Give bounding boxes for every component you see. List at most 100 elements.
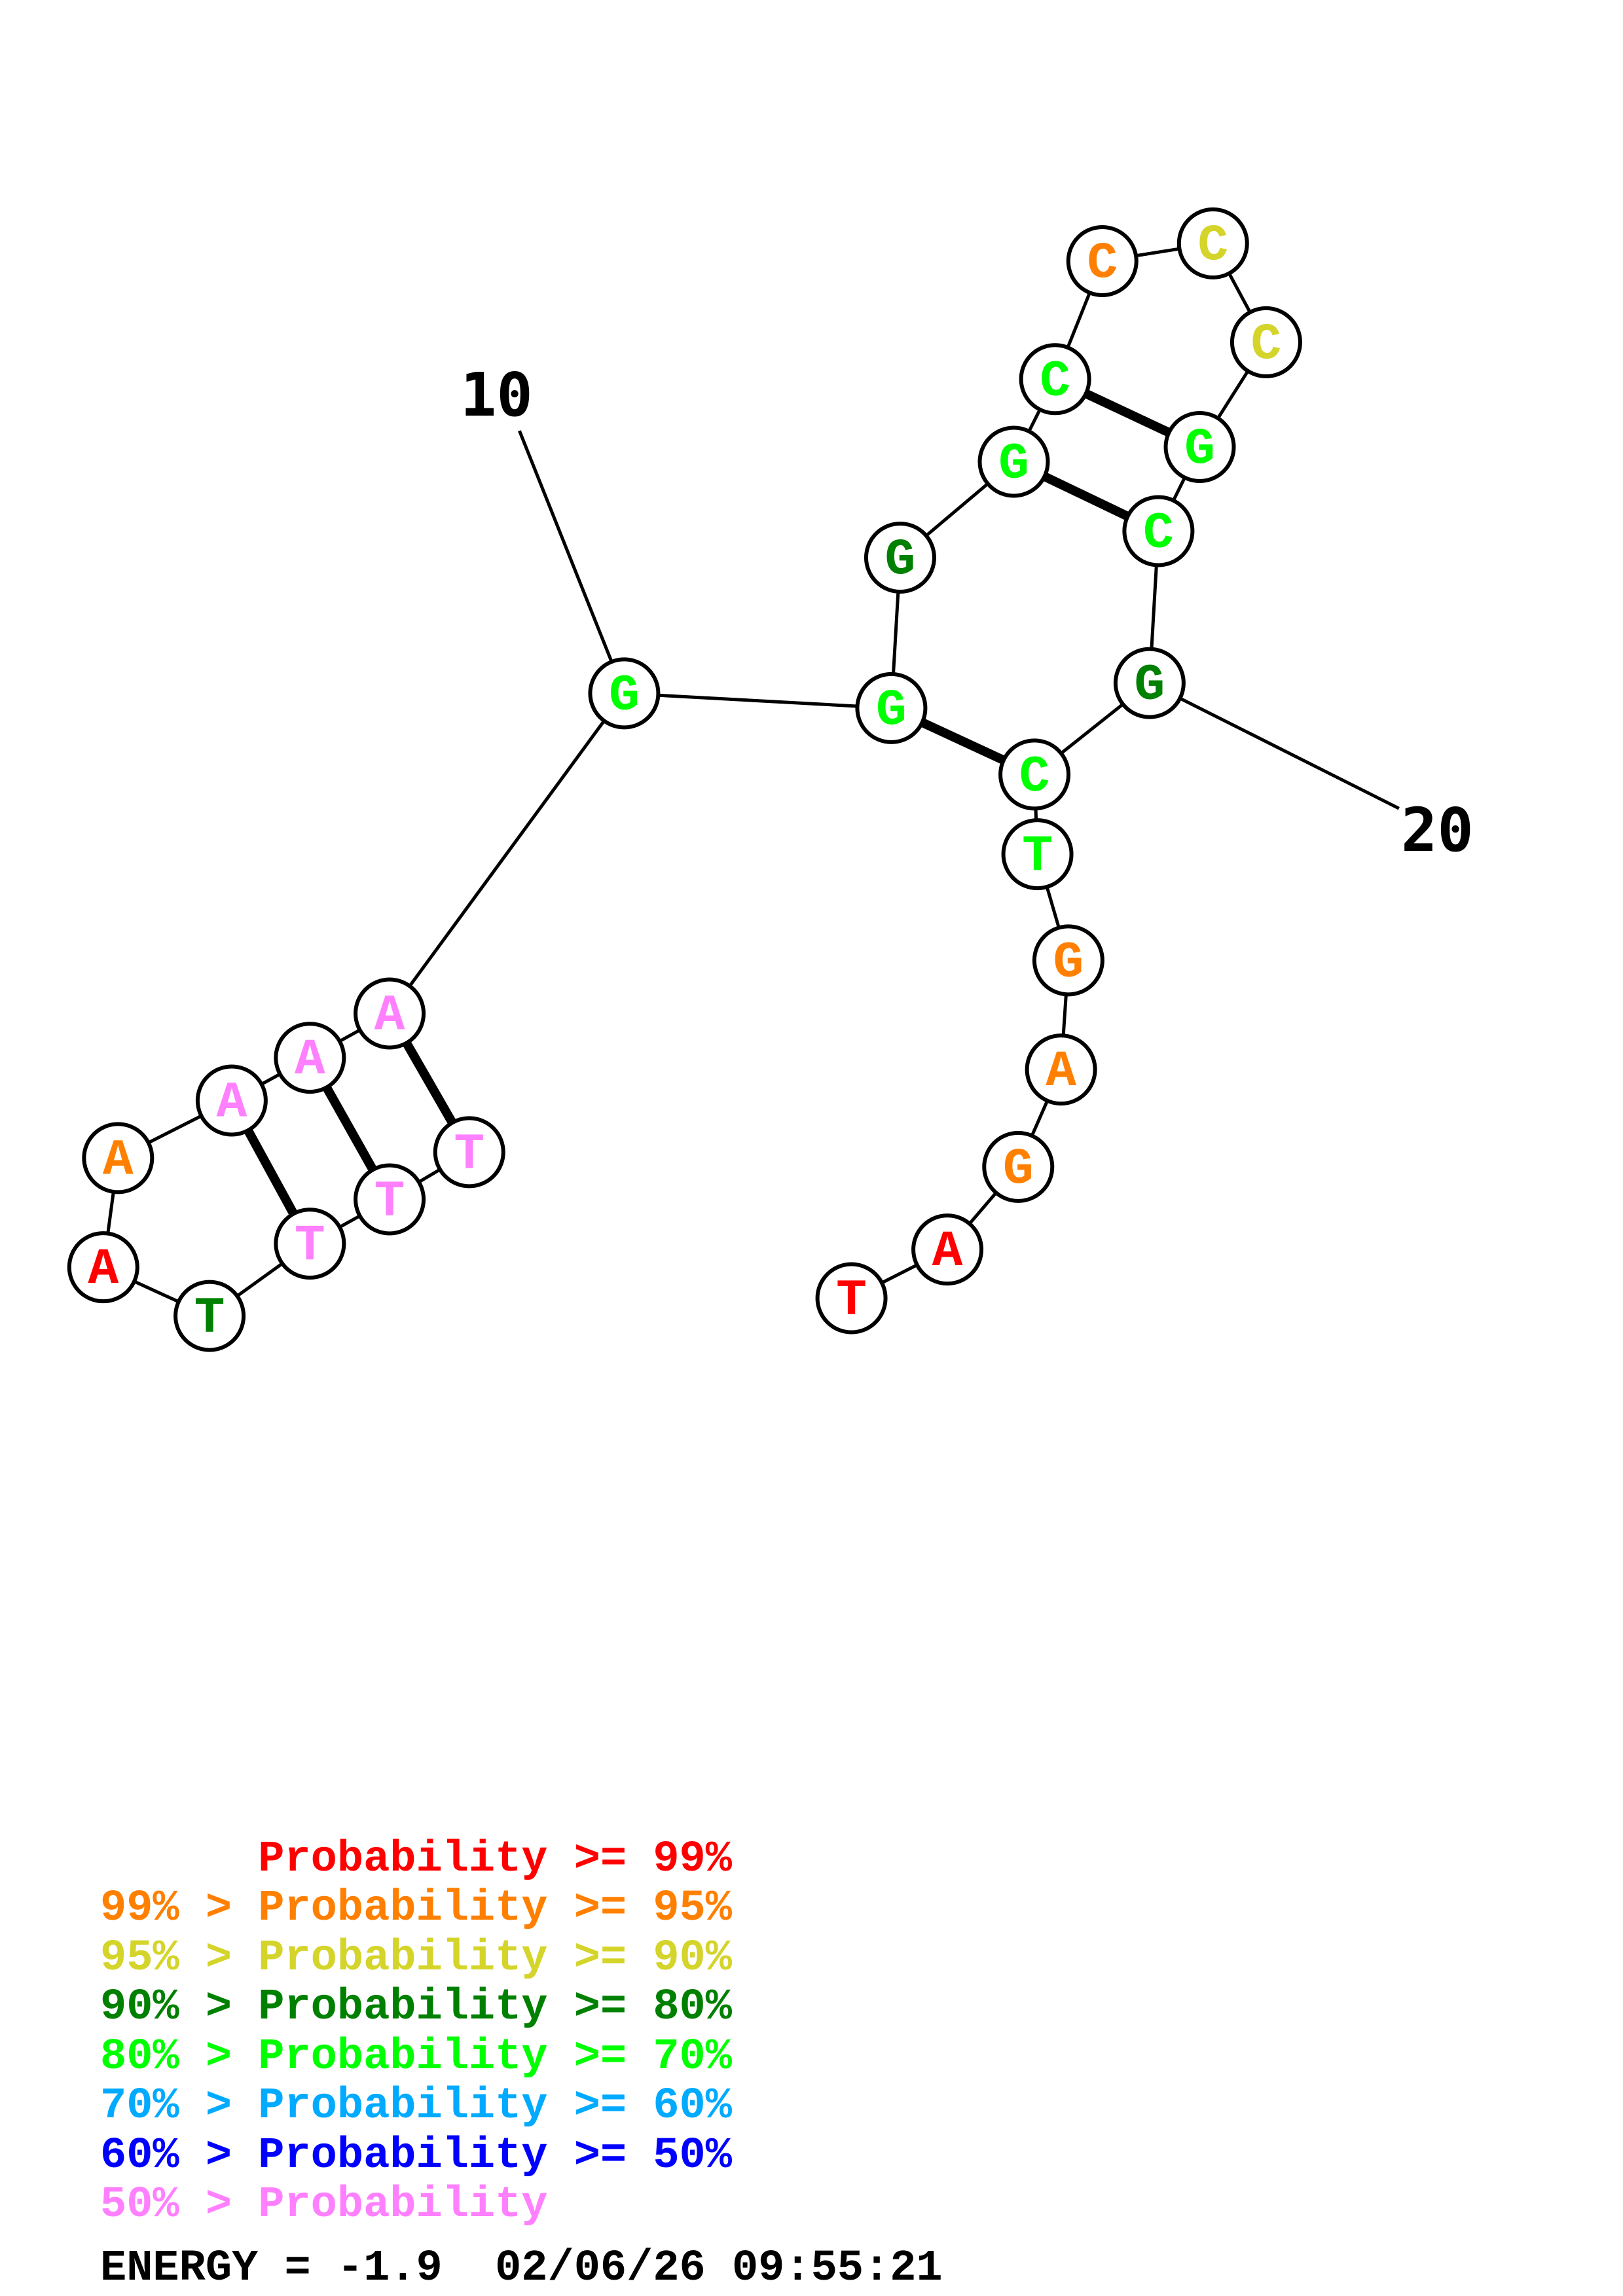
nucleotide-letter: T — [374, 1174, 405, 1231]
nucleotide-13: G — [977, 425, 1050, 498]
nucleotide-circle — [1019, 343, 1091, 416]
nucleotide-1: T — [433, 1116, 505, 1189]
legend-line-95: 99% > Probability >= 95% — [100, 1884, 733, 1933]
nucleotide-circle — [1025, 1033, 1097, 1106]
nucleotide-18: G — [1163, 410, 1236, 483]
nucleotide-letter: A — [216, 1074, 247, 1132]
nucleotide-circle — [354, 1163, 426, 1236]
nucleotide-12: G — [864, 522, 936, 594]
nucleotide-15: C — [1066, 224, 1139, 297]
energy-footer: ENERGY = -1.9 02/06/26 09:55:21 — [100, 2244, 943, 2293]
nucleotide-circle — [1001, 818, 1074, 891]
backbone-lines — [101, 242, 1400, 1318]
nucleotide-circle — [1032, 924, 1104, 997]
legend-line-50: 60% > Probability >= 50% — [100, 2131, 733, 2181]
nucleotide-letter: A — [88, 1241, 119, 1299]
nucleotide-circle — [67, 1231, 139, 1304]
nucleotide-27: T — [815, 1262, 888, 1335]
nucleotide-circle — [977, 425, 1050, 498]
nucleotide-circle — [982, 1130, 1055, 1203]
nucleotide-letter: T — [454, 1126, 484, 1183]
legend-line-below-50: 50% > Probability — [100, 2180, 548, 2230]
nucleotide-10: G — [588, 657, 661, 730]
legend-line-70: 80% > Probability >= 70% — [100, 2032, 733, 2082]
nucleotide-circle — [998, 738, 1071, 811]
nucleotide-letter: T — [295, 1217, 325, 1275]
nucleotide-letter: C — [1019, 748, 1050, 806]
nucleotide-letter: A — [103, 1132, 134, 1189]
nucleotide-5: A — [67, 1231, 139, 1304]
nucleotide-4: T — [173, 1280, 246, 1352]
nucleotide-23: G — [1032, 924, 1104, 997]
nucleotide-letter: C — [1040, 353, 1070, 410]
nucleotide-circle — [815, 1262, 888, 1335]
nucleotide-circle — [274, 1022, 346, 1094]
position-label-20: 20 — [1401, 795, 1474, 865]
nucleotide-letter: T — [836, 1272, 867, 1330]
nucleotide-16: C — [1176, 207, 1249, 279]
nucleotide-14: C — [1019, 343, 1091, 416]
position-label-10: 10 — [460, 360, 533, 430]
nucleotide-letter: T — [194, 1290, 225, 1348]
backbone-segment — [624, 691, 892, 710]
nucleotide-letter: G — [609, 667, 640, 725]
legend-line-90: 95% > Probability >= 90% — [100, 1933, 733, 1983]
nucleotide-26: A — [911, 1213, 984, 1286]
nucleotide-17: C — [1230, 306, 1302, 378]
nucleotide-8: A — [274, 1022, 346, 1094]
nucleotide-letter: G — [1134, 657, 1165, 715]
nucleotide-20: G — [1113, 647, 1186, 719]
probability-legend: Probability >= 99% 99% > Probability >= … — [100, 1835, 733, 2230]
nucleotide-circle — [274, 1208, 346, 1280]
legend-line-99: Probability >= 99% — [100, 1835, 733, 1884]
nucleotide-22: T — [1001, 818, 1074, 891]
nucleotide-letter: A — [374, 987, 405, 1045]
nucleotide-circle — [354, 977, 426, 1050]
nucleotide-letter: T — [1022, 828, 1053, 886]
nucleotide-2: T — [354, 1163, 426, 1236]
nucleotide-circle — [1113, 647, 1186, 719]
label-tick-20 — [1148, 681, 1400, 810]
nucleotide-6: A — [82, 1122, 155, 1194]
legend-line-80: 90% > Probability >= 80% — [100, 1982, 733, 2032]
nucleotide-letter: G — [876, 682, 907, 740]
nucleotide-letter: C — [1143, 505, 1174, 562]
nucleotide-circle — [1176, 207, 1249, 279]
nucleotide-circle — [433, 1116, 505, 1189]
nucleotide-letter: A — [932, 1223, 963, 1281]
label-tick-10 — [518, 430, 626, 694]
nucleotide-circle — [195, 1064, 268, 1137]
nucleotide-letter: C — [1087, 235, 1118, 293]
nucleotide-circle — [1163, 410, 1236, 483]
backbone-segment — [388, 692, 626, 1014]
nucleotide-circle — [1122, 495, 1195, 567]
nucleotide-letter: C — [1197, 217, 1228, 275]
nucleotide-letter: G — [1184, 421, 1215, 478]
nucleotide-3: T — [274, 1208, 346, 1280]
nucleotide-25: G — [982, 1130, 1055, 1203]
nucleotide-letter: G — [1053, 934, 1084, 992]
nucleotide-letter: A — [295, 1031, 325, 1089]
nucleotide-circle — [588, 657, 661, 730]
nucleotide-circle — [82, 1122, 155, 1194]
nucleotide-19: C — [1122, 495, 1195, 567]
base-pair-bonds — [227, 374, 1202, 1246]
nucleotide-7: A — [195, 1064, 268, 1137]
nucleotide-letter: G — [1003, 1141, 1034, 1198]
legend-line-60: 70% > Probability >= 60% — [100, 2081, 733, 2131]
nucleotide-circle — [173, 1280, 246, 1352]
nucleotide-11: G — [855, 672, 928, 744]
nucleotide-9: A — [354, 977, 426, 1050]
nucleotide-circle — [911, 1213, 984, 1286]
nucleotide-letter: A — [1046, 1043, 1076, 1101]
nucleotide-21: C — [998, 738, 1071, 811]
nucleotide-24: A — [1025, 1033, 1097, 1106]
nucleotide-circle — [1066, 224, 1139, 297]
nucleotide-circle — [1230, 306, 1302, 378]
nucleotide-letter: G — [998, 436, 1029, 493]
nucleotide-letter: G — [885, 531, 916, 589]
nucleotide-circle — [864, 522, 936, 594]
nucleotide-letter: C — [1251, 316, 1282, 374]
